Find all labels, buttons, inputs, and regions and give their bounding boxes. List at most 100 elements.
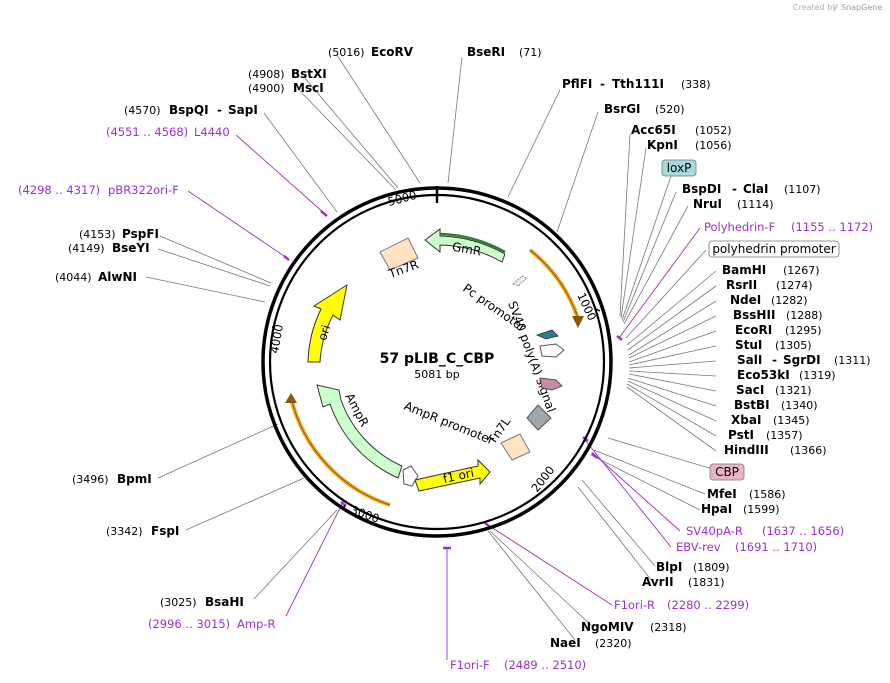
leader-NdeI <box>628 300 717 356</box>
leader-PstI <box>626 383 717 437</box>
leader-polyhedrin <box>625 249 707 339</box>
loxP-tag[interactable] <box>661 159 697 177</box>
SapI-name[interactable]: SapI <box>228 103 258 117</box>
PspFI-pos: (4153) <box>79 228 116 241</box>
PflFI-pos: (338) <box>681 78 711 91</box>
ClaI-name[interactable]: ClaI <box>743 182 768 196</box>
StuI-name[interactable]: StuI <box>735 338 762 352</box>
BseYI-name[interactable]: BseYI <box>112 241 150 255</box>
HindIII-name[interactable]: HindIII <box>724 443 769 457</box>
Acc65I-name[interactable]: Acc65I <box>631 123 676 137</box>
leader-SalI <box>628 360 717 369</box>
XbaI-name[interactable]: XbaI <box>731 413 761 427</box>
leader-HpaI <box>590 454 701 511</box>
GmR-arrow[interactable] <box>424 228 506 263</box>
Eco53kI-name[interactable]: Eco53kI <box>737 368 790 382</box>
FspI-name[interactable]: FspI <box>151 524 179 538</box>
BlpI-name[interactable]: BlpI <box>656 560 682 574</box>
leader-CBP <box>607 437 717 471</box>
L4440-name[interactable]: L4440 <box>194 125 230 139</box>
leader-NaeI <box>487 530 576 641</box>
BseRI-name[interactable]: BseRI <box>467 45 505 59</box>
leader-lines <box>145 54 717 641</box>
tick-mark-5000 <box>395 191 398 197</box>
AmpR-primer-name[interactable]: Amp-R <box>237 617 276 631</box>
tick-mark-3000 <box>342 504 346 510</box>
PflFI-name[interactable]: PflFI <box>562 77 592 91</box>
MscI-name[interactable]: MscI <box>293 81 324 95</box>
BsrGI-name[interactable]: BsrGI <box>604 102 641 116</box>
BstBI-name[interactable]: BstBI <box>734 398 770 412</box>
NgoMIV-pos: (2318) <box>650 621 687 634</box>
SacI-name[interactable]: SacI <box>736 383 764 397</box>
CBP-tag[interactable] <box>709 463 745 481</box>
SV40pAR-name[interactable]: SV40pA-R <box>686 524 743 538</box>
NruI-name[interactable]: NruI <box>693 197 722 211</box>
BsaHI-pos: (3025) <box>160 596 197 609</box>
BamHI-pos: (1267) <box>783 264 820 277</box>
PstI-name[interactable]: PstI <box>728 428 754 442</box>
Tth111I-name[interactable]: Tth111I <box>612 77 664 91</box>
BlpI-pos: (1809) <box>693 561 730 574</box>
AvrII-name[interactable]: AvrII <box>642 575 674 589</box>
f1ori-arrow[interactable] <box>414 458 491 492</box>
BamHI-name[interactable]: BamHI <box>722 263 766 277</box>
SgrDI-name[interactable]: SgrDI <box>783 353 821 367</box>
tick-5000: 5000 <box>386 188 418 209</box>
CBP-tag-label: CBP <box>715 465 739 479</box>
F1oriF-name[interactable]: F1ori-F <box>450 658 490 672</box>
EBVrev-name[interactable]: EBV-rev <box>676 540 721 554</box>
polyhedrin-tag[interactable] <box>708 240 840 258</box>
NdeI-name[interactable]: NdeI <box>730 293 761 307</box>
BpmI-pos: (3496) <box>72 473 109 486</box>
Pc-promoter-shape[interactable] <box>512 275 528 287</box>
leader-MfeI <box>593 449 706 495</box>
EcoRV-name[interactable]: EcoRV <box>371 45 414 59</box>
leader-BseRI <box>447 56 463 184</box>
BstXI-name[interactable]: BstXI <box>291 67 327 81</box>
F1oriR-name[interactable]: F1ori-R <box>614 598 655 612</box>
BspDI-name[interactable]: BspDI <box>682 182 721 196</box>
BssHII-pos: (1288) <box>786 309 823 322</box>
RsrII-name[interactable]: RsrII <box>726 278 757 292</box>
polyhedrin-promoter-shape[interactable] <box>539 343 565 358</box>
ori-arrow[interactable] <box>307 283 348 363</box>
SalI-sep: - <box>772 353 777 367</box>
pBR322ori-name[interactable]: pBR322ori-F <box>108 183 179 197</box>
PspFI-name[interactable]: PspFI <box>122 227 159 241</box>
BpmI-name[interactable]: BpmI <box>117 472 152 486</box>
HpaI-name[interactable]: HpaI <box>701 502 732 516</box>
Tn7R-box[interactable] <box>379 237 419 271</box>
FspI-pos: (3342) <box>106 525 143 538</box>
orange-arrow-right[interactable] <box>528 248 580 319</box>
leader-PspFI <box>159 235 272 284</box>
HpaI-pos: (1599) <box>743 503 780 516</box>
plasmid-name: 57 pLIB_C_CBP <box>380 351 495 367</box>
CBP-shape[interactable] <box>539 377 563 391</box>
leader-F1oriR <box>487 524 613 606</box>
tick-marks <box>272 191 601 510</box>
NaeI-name[interactable]: NaeI <box>550 636 581 650</box>
MfeI-name[interactable]: MfeI <box>707 487 737 501</box>
F1oriR-range: (2280 .. 2299) <box>667 598 749 612</box>
BssHII-name[interactable]: BssHII <box>733 308 775 322</box>
PolyhedrinF-name[interactable]: Polyhedrin-F <box>704 220 775 234</box>
SalI-name[interactable]: SalI <box>737 353 762 367</box>
BsaHI-name[interactable]: BsaHI <box>205 595 244 609</box>
AmpR-arrow[interactable] <box>316 384 403 479</box>
AlwNI-name[interactable]: AlwNI <box>98 270 137 284</box>
EcoRI-name[interactable]: EcoRI <box>735 323 772 337</box>
BspDI-sep: - <box>732 182 737 196</box>
SV40-polyA-shape[interactable] <box>526 404 552 431</box>
leader-SV40pAR <box>594 454 681 532</box>
leader-EcoRV <box>336 54 421 184</box>
loxP-shape[interactable] <box>535 329 559 340</box>
NgoMIV-name[interactable]: NgoMIV <box>581 620 634 634</box>
orange-arrow-left-head <box>285 393 297 403</box>
leader-BamHI <box>626 270 717 346</box>
BspQI-name[interactable]: BspQI <box>169 103 209 117</box>
Tn7L-box[interactable] <box>500 433 531 461</box>
MfeI-pos: (1586) <box>749 488 786 501</box>
mark-SV40pAR <box>591 452 598 459</box>
KpnI-name[interactable]: KpnI <box>647 138 678 152</box>
